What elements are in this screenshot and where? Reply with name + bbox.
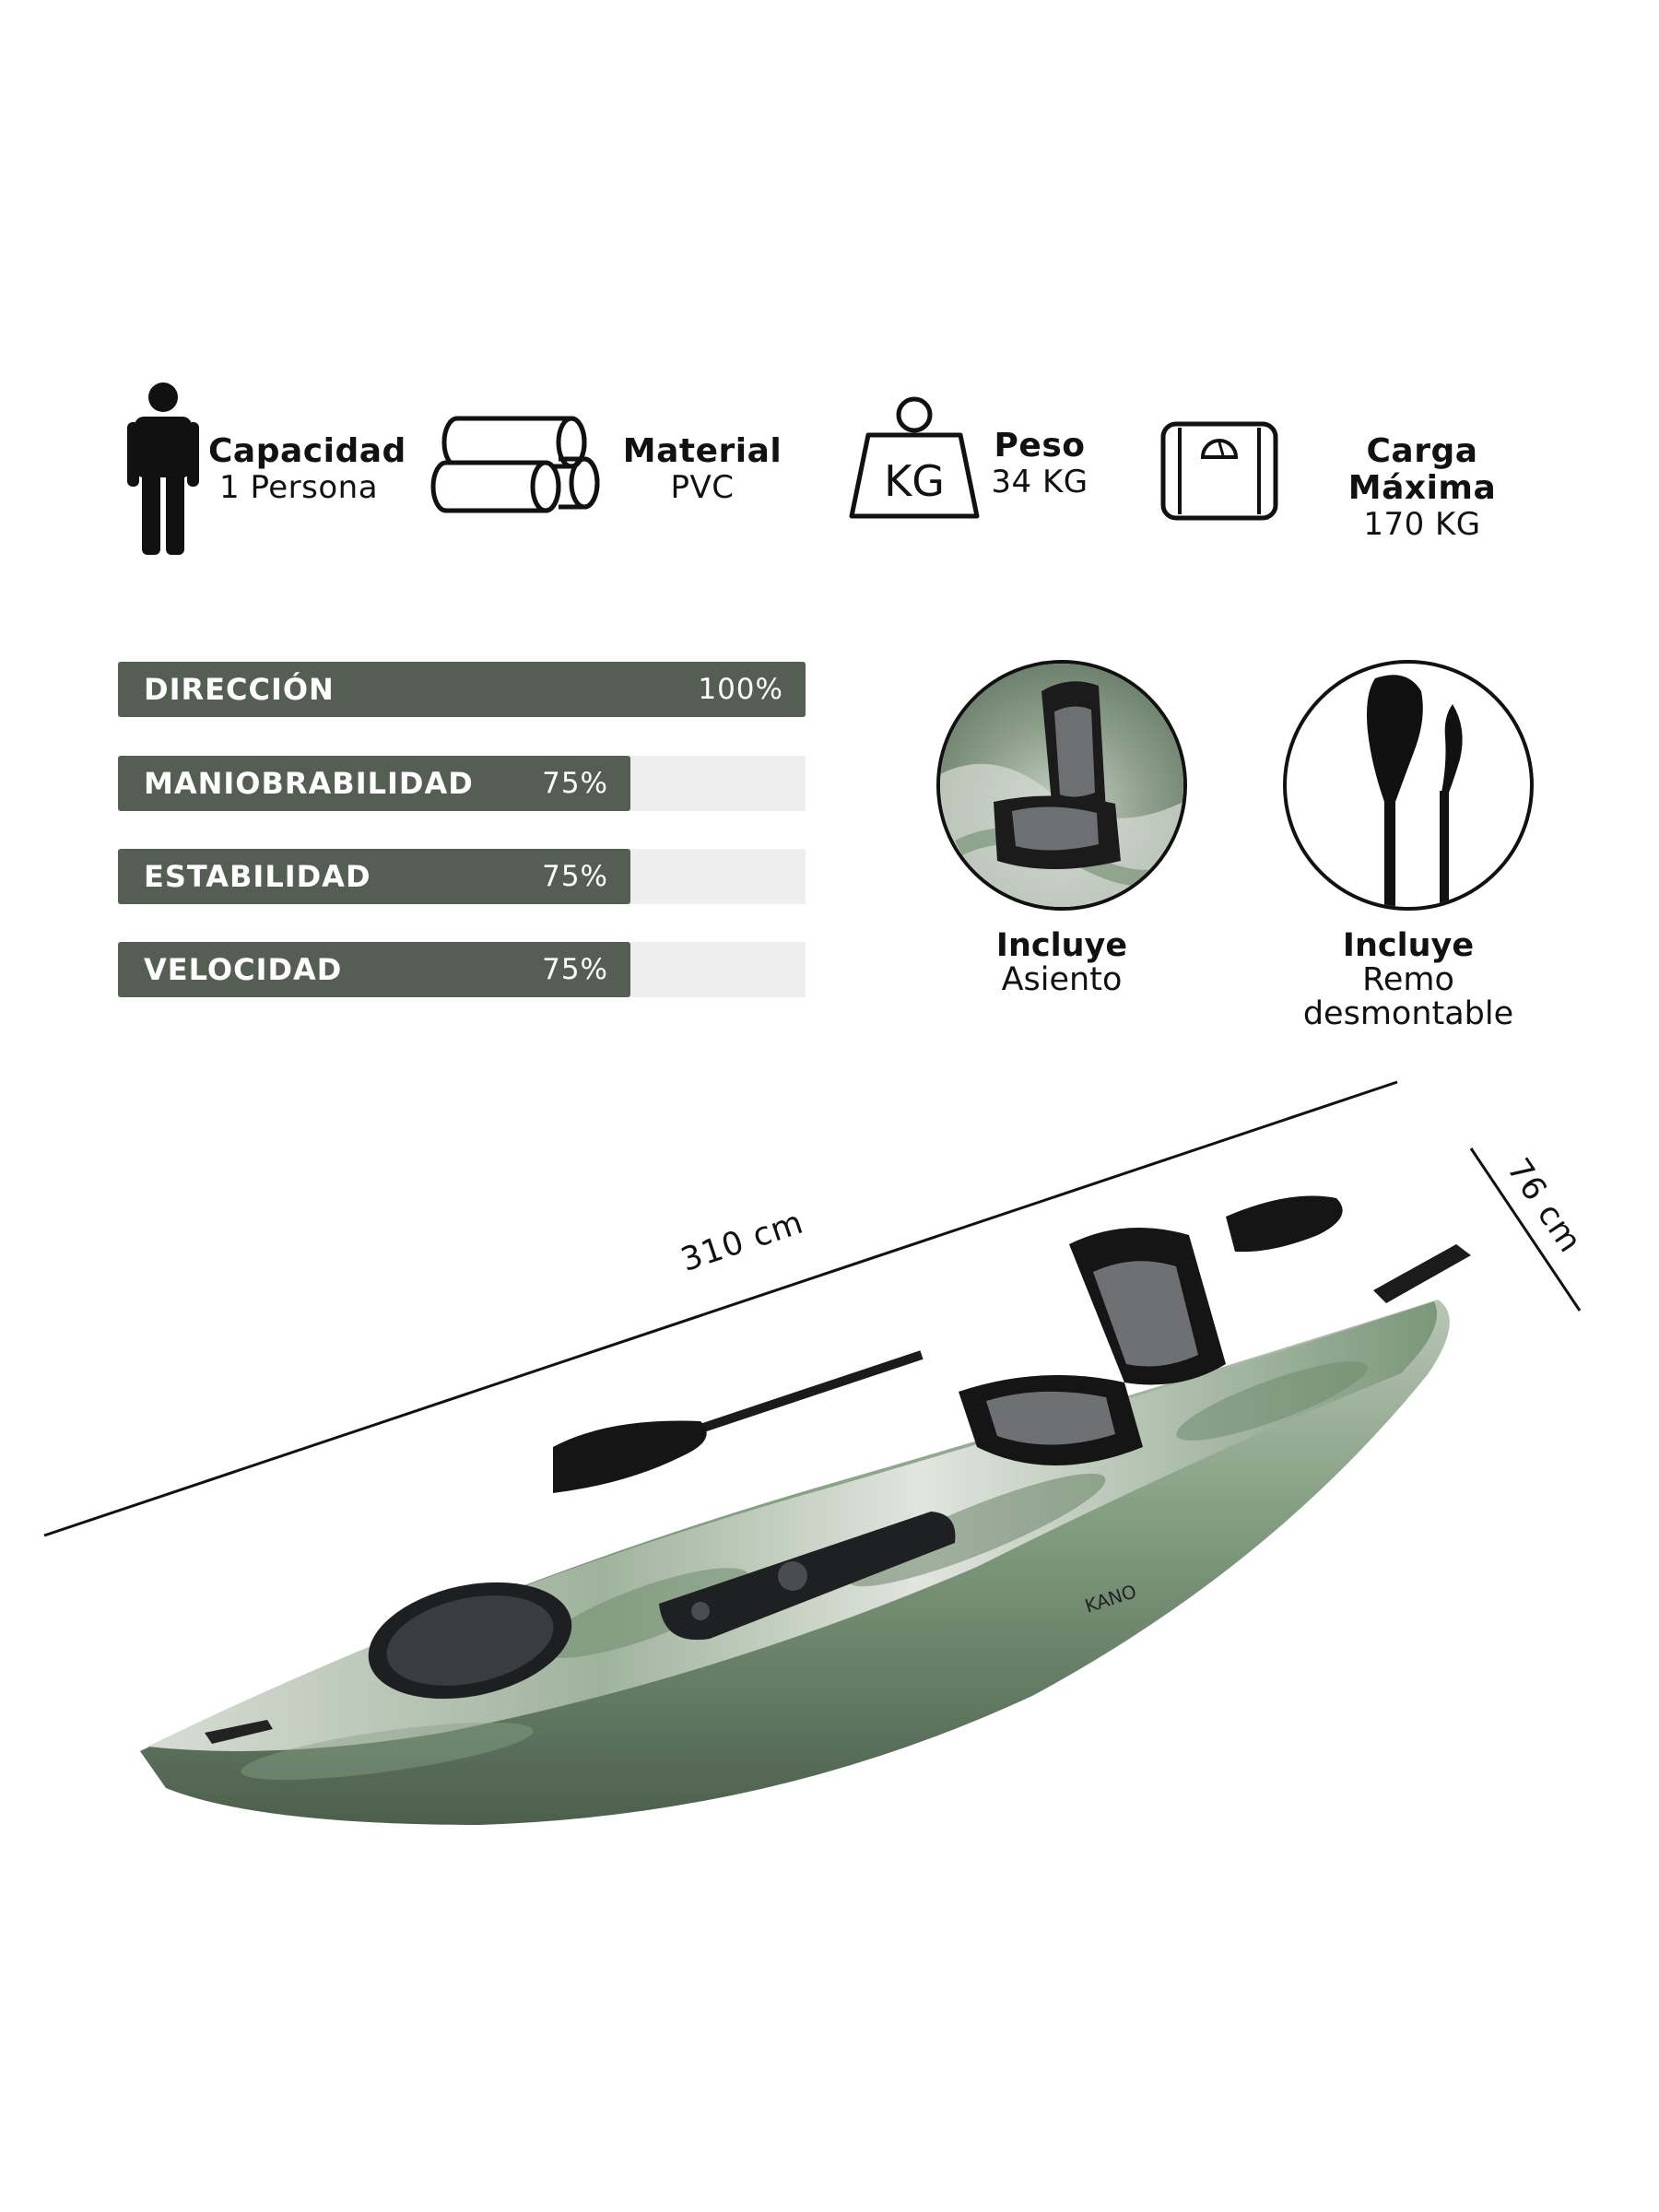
rating-fill: VELOCIDAD 75% [118, 942, 630, 997]
specs-row: Capacidad 1 Persona Material PVC KG Peso… [0, 369, 1659, 571]
spec-max-load: Carga Máxima 170 KG [1288, 432, 1556, 543]
pvc-rolls-icon [430, 416, 600, 513]
rating-percent: 75% [542, 860, 608, 893]
rating-bar-direction: DIRECCIÓN 100% [118, 662, 806, 717]
include-title: Incluye [1342, 927, 1475, 964]
rating-fill: DIRECCIÓN 100% [118, 662, 806, 717]
spec-title: Peso [994, 427, 1086, 465]
include-line: desmontable [1302, 995, 1514, 1032]
include-line: Asiento [1001, 961, 1123, 998]
include-seat: Incluye Asiento [936, 929, 1187, 997]
weight-icon-text: KG [884, 456, 945, 506]
spec-weight: Peso 34 KG [981, 428, 1099, 500]
spec-value: 34 KG [991, 464, 1088, 500]
kayak-image: KANO [140, 1195, 1471, 1825]
spec-material: Material PVC [619, 432, 785, 506]
include-paddle: Incluye Remo desmontable [1272, 929, 1545, 1031]
rating-fill: ESTABILIDAD 75% [118, 849, 630, 904]
spec-value: 1 Persona [219, 469, 379, 506]
rating-bar-stability: ESTABILIDAD 75% [118, 849, 806, 904]
weight-icon: KG [849, 396, 980, 519]
rating-bar-speed: VELOCIDAD 75% [118, 942, 806, 997]
include-line: Remo [1362, 961, 1454, 998]
rating-label: ESTABILIDAD [144, 859, 371, 894]
spec-capacity: Capacidad 1 Persona [208, 432, 406, 506]
rating-label: MANIOBRABILIDAD [144, 766, 474, 801]
spec-title: Carga Máxima [1347, 432, 1497, 507]
paddle-circle [1283, 660, 1534, 911]
spec-value: PVC [670, 469, 735, 506]
include-title: Incluye [995, 927, 1128, 964]
person-icon [127, 382, 199, 555]
rating-fill: MANIOBRABILIDAD 75% [118, 756, 630, 811]
rating-bar-maneuverability: MANIOBRABILIDAD 75% [118, 756, 806, 811]
rating-label: DIRECCIÓN [144, 672, 335, 707]
rating-label: VELOCIDAD [144, 952, 343, 987]
rating-percent: 75% [542, 767, 608, 800]
spec-value: 170 KG [1363, 506, 1481, 543]
scale-icon [1160, 421, 1278, 521]
spec-title: Capacidad [208, 432, 406, 470]
paddle-icon [1367, 675, 1463, 907]
seat-icon [940, 664, 1183, 907]
spec-title: Material [622, 432, 782, 470]
rating-percent: 75% [542, 953, 608, 986]
rating-percent: 100% [698, 673, 783, 706]
seat-circle [936, 660, 1187, 911]
